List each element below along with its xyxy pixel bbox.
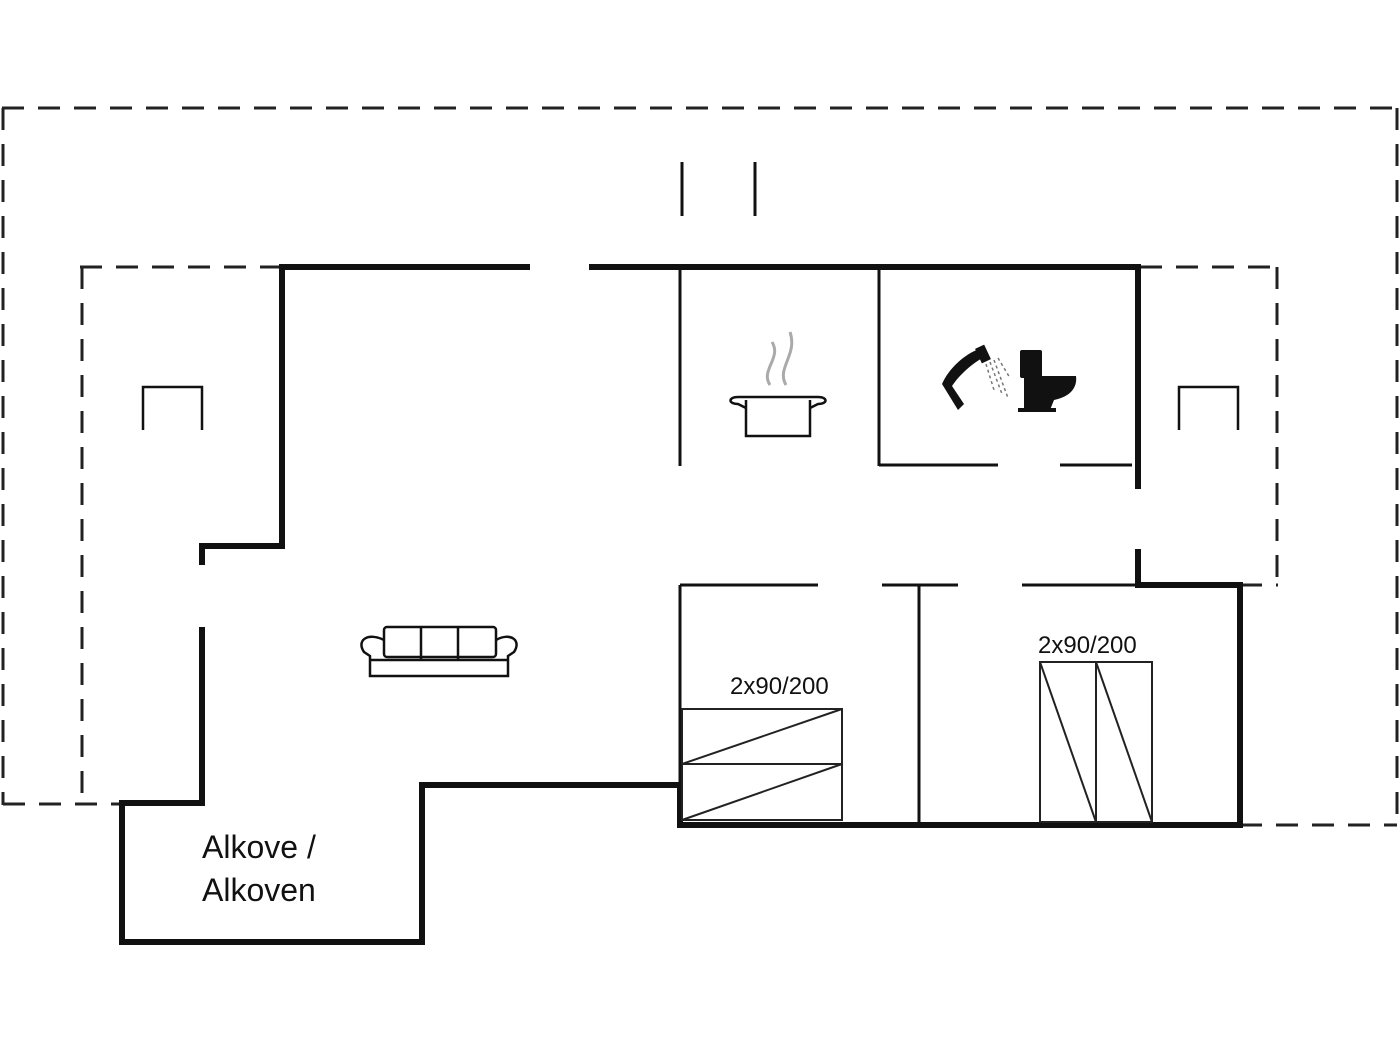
roof-outline (1, 106, 1399, 827)
skylight-icon (141, 385, 204, 430)
partitions (678, 267, 1138, 825)
walls (119, 264, 1243, 945)
alcove-label-line1: Alkove / (202, 829, 316, 865)
bed-label-right: 2x90/200 (1038, 632, 1137, 659)
bed-label-left: 2x90/200 (730, 673, 829, 700)
cooking-pot-icon (729, 331, 827, 438)
beds-right (1039, 661, 1153, 823)
inner-dashed-outline (80, 265, 1279, 800)
vent-marks (680, 162, 757, 216)
skylight-icon (1177, 385, 1240, 430)
toilet-icon (1018, 350, 1077, 412)
beds-left (681, 708, 843, 821)
sofa-icon (360, 625, 518, 678)
alcove-label-line2: Alkoven (202, 872, 316, 908)
shower-icon (942, 344, 1011, 410)
